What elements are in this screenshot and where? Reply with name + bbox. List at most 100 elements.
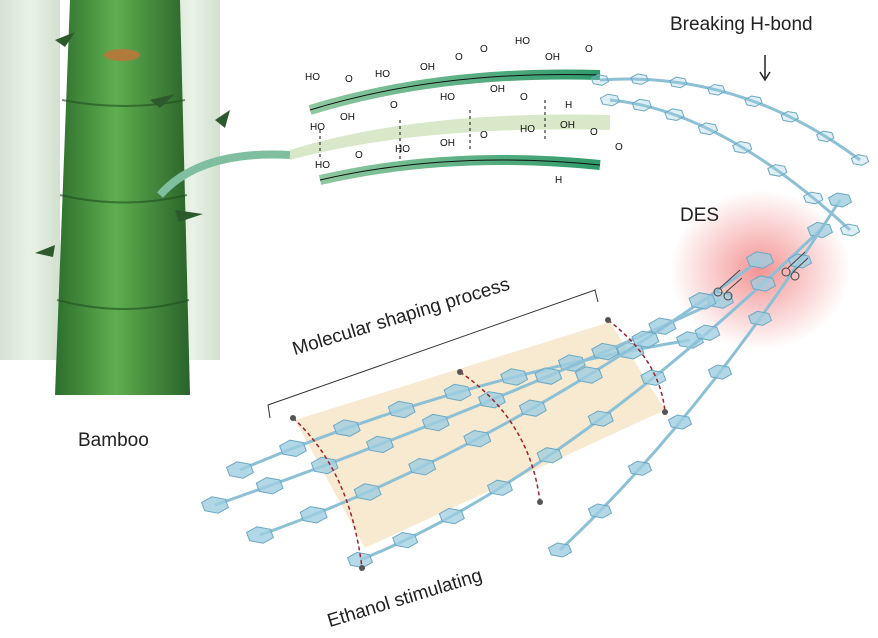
glucose-ring [631, 98, 653, 112]
chem-label: HO [375, 69, 390, 80]
glucose-ring [587, 503, 613, 519]
glucose-ring [667, 414, 693, 430]
glucose-ring [767, 164, 788, 177]
glucose-ring [310, 456, 339, 475]
glucose-ring [669, 76, 688, 89]
glucose-ring [599, 93, 621, 107]
chem-label: HO [515, 36, 530, 47]
bamboo-label: Bamboo [78, 430, 149, 451]
chain-backbone [609, 98, 852, 232]
breaking-hbond-label: Breaking H-bond [670, 14, 813, 35]
glucose-ring [278, 439, 307, 458]
arrow-down-icon [759, 55, 771, 82]
glucose-ring [299, 506, 328, 524]
glucose-ring [574, 366, 603, 384]
glucose-ring [694, 324, 721, 341]
glucose-ring [688, 292, 717, 310]
chem-label: HO [440, 92, 455, 103]
glucose-ring [664, 108, 685, 122]
glucose-ring [707, 83, 726, 96]
bamboo-illustration [0, 0, 230, 395]
chem-label: HO [395, 144, 410, 155]
glucose-ring [803, 191, 824, 205]
glucose-ring [443, 383, 472, 402]
bamboo-leaves [35, 32, 230, 257]
glucose-ring [536, 447, 563, 464]
shaping-bracket [267, 289, 599, 419]
chem-label: OH [340, 112, 355, 123]
glucose-ring [627, 460, 653, 476]
chem-label: OH [490, 84, 505, 95]
glucose-ring [745, 251, 775, 269]
glucose-ring [547, 542, 573, 558]
glucose-ring [408, 457, 437, 476]
chem-label: OH [545, 52, 560, 63]
glucose-ring [640, 369, 667, 386]
glucose-ring [787, 253, 813, 269]
chain-backbone [359, 228, 822, 562]
chain-backbone [259, 258, 761, 537]
glucose-ring [200, 496, 230, 514]
glucose-ring [225, 461, 255, 479]
hexagon-chains [200, 73, 870, 569]
glucose-ring [591, 342, 620, 361]
chem-label: OH [420, 62, 435, 73]
chem-label: O [345, 74, 353, 85]
glucose-ring [534, 367, 563, 385]
glucose-ring [780, 110, 800, 123]
glucose-ring [850, 154, 870, 166]
glucose-ring [747, 310, 773, 326]
chem-label: HO [310, 122, 325, 133]
arc-endpoints [290, 317, 668, 571]
glucose-ring [839, 223, 861, 237]
glucose-ring [749, 275, 777, 292]
chem-label: O [615, 142, 623, 153]
glucose-ring [557, 354, 586, 372]
chem-label: H [565, 100, 572, 111]
glucose-ring [245, 526, 275, 544]
glucose-ring [387, 400, 416, 419]
glucose-ring [392, 531, 419, 549]
glucose-ring [353, 483, 382, 501]
glucose-ring [707, 364, 733, 380]
glucose-ring [486, 479, 514, 496]
chem-label: HO [520, 124, 535, 135]
glucose-ring [518, 399, 547, 417]
glucose-ring [697, 122, 719, 136]
chem-label: OH [440, 138, 455, 149]
chem-label: O [390, 100, 398, 111]
glucose-ring [332, 419, 361, 437]
glucose-ring [463, 429, 492, 448]
chem-label: HO [315, 160, 330, 171]
chain-backbone [599, 77, 861, 162]
glucose-ring [365, 435, 395, 454]
scissors-icon [781, 251, 809, 281]
chem-label: OH [560, 120, 575, 131]
chem-label: HO [305, 72, 320, 83]
glucose-ring [744, 95, 763, 108]
glucose-ring [255, 476, 284, 495]
chem-label: O [480, 44, 488, 55]
glucose-ring [438, 507, 465, 525]
glucose-ring [421, 413, 450, 432]
glucose-ring [827, 192, 853, 208]
scissors-icon [713, 269, 743, 301]
glucose-ring [630, 73, 649, 85]
glucose-ring [500, 368, 529, 386]
des-label: DES [680, 205, 720, 226]
glucose-ring [587, 410, 614, 427]
chem-label: O [355, 150, 363, 161]
chem-label: O [455, 52, 463, 63]
glucose-ring [631, 330, 660, 349]
chem-label: H [555, 175, 562, 186]
glucose-ring [732, 140, 753, 154]
fiber-strand [157, 150, 291, 198]
chem-label: O [585, 44, 593, 55]
ethanol-arcs [292, 319, 666, 569]
glucose-ring [816, 130, 835, 143]
chem-label: O [480, 130, 488, 141]
chem-label: O [590, 127, 598, 138]
